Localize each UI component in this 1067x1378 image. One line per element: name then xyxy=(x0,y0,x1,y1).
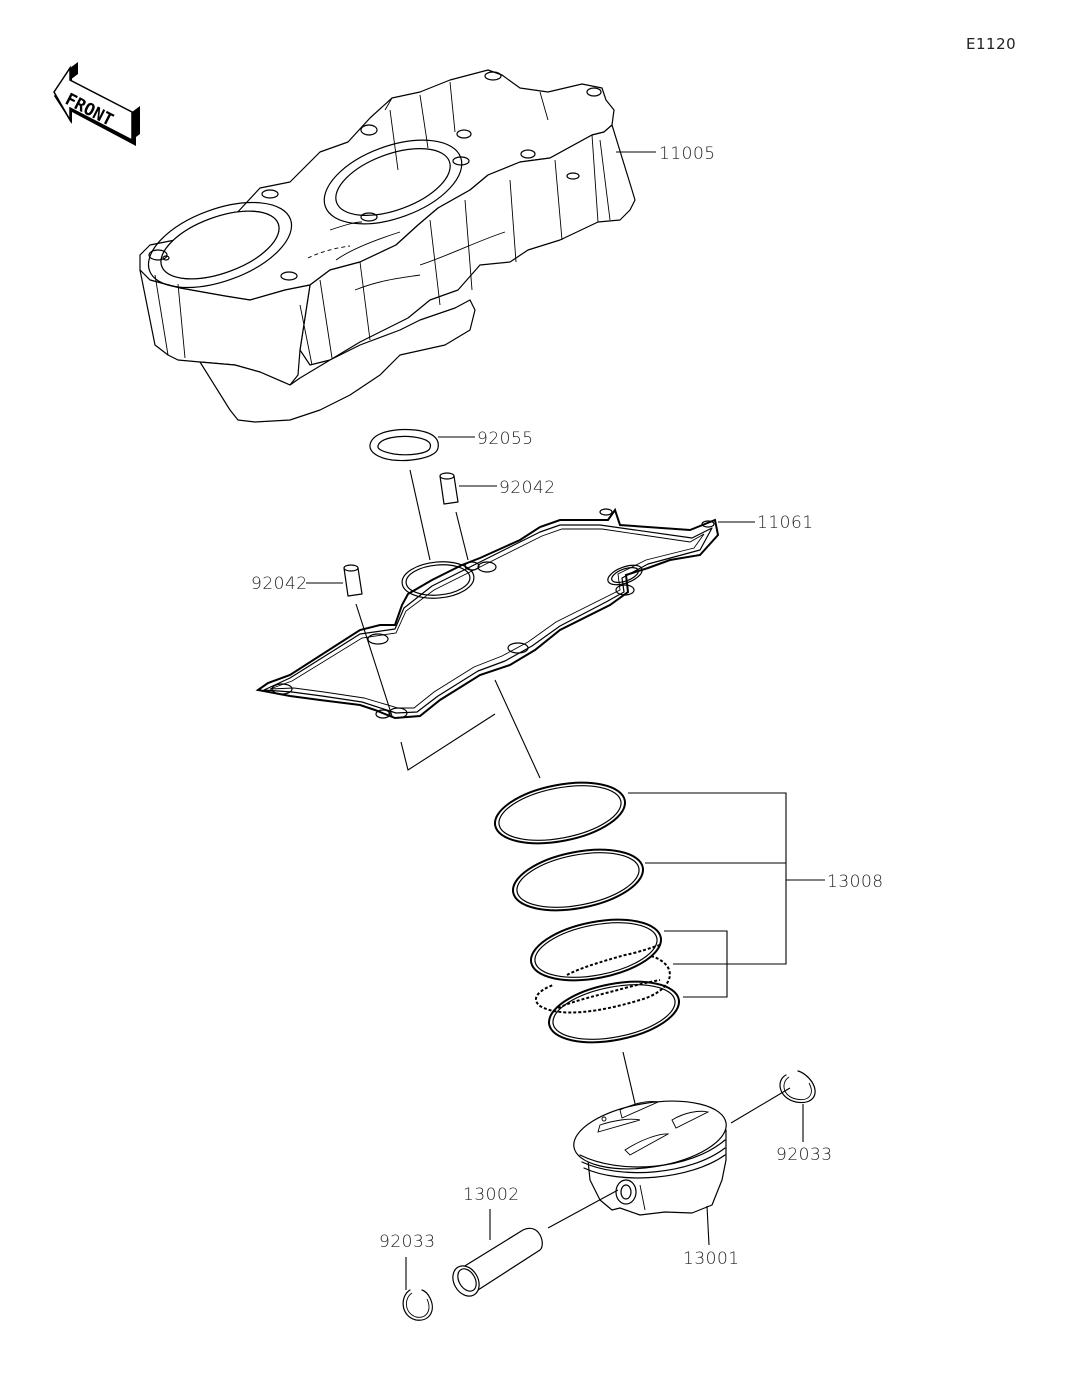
piston-pin-part[interactable] xyxy=(448,1227,543,1301)
front-arrow-icon: FRONT xyxy=(53,62,140,146)
part-number-13008[interactable]: 13008 xyxy=(827,872,884,892)
dowel-pin-right-part[interactable] xyxy=(439,472,459,505)
part-number-13001[interactable]: 13001 xyxy=(683,1249,740,1269)
part-number-92033-right[interactable]: 92033 xyxy=(776,1145,833,1165)
ring-guide-line xyxy=(494,679,541,779)
diagram-id: E1120 xyxy=(966,35,1016,53)
piston-pin-guide-line xyxy=(547,1189,619,1229)
oring-part[interactable] xyxy=(369,428,439,462)
part-number-11005[interactable]: 11005 xyxy=(659,144,716,164)
part-number-13002[interactable]: 13002 xyxy=(463,1185,520,1205)
part-number-92042-right[interactable]: 92042 xyxy=(499,478,556,498)
gasket-part[interactable] xyxy=(255,507,720,720)
cylinder-part[interactable] xyxy=(137,69,636,423)
circlip-right-guide-line xyxy=(730,1087,791,1124)
part-number-92055-oring[interactable]: 92055 xyxy=(477,429,534,449)
piston-part[interactable] xyxy=(569,1091,731,1216)
part-number-11061[interactable]: 11061 xyxy=(757,513,814,533)
circlip-left-part[interactable] xyxy=(402,1289,433,1321)
part-number-92042-left[interactable]: 92042 xyxy=(251,574,308,594)
dowel-right-guide-line xyxy=(455,511,469,561)
dowel-pin-left-part[interactable] xyxy=(343,564,363,597)
leader-13001 xyxy=(706,1205,710,1246)
gasket-bracket-line xyxy=(400,713,496,771)
part-number-92033-left[interactable]: 92033 xyxy=(379,1232,436,1252)
dowel-left-guide-line xyxy=(355,603,393,717)
circlip-right-part[interactable] xyxy=(779,1070,816,1104)
leader-13008-outer xyxy=(628,792,787,965)
oring-guide-line xyxy=(409,469,431,561)
piston-rings-part[interactable] xyxy=(490,773,684,1052)
leader-13008-inner xyxy=(664,930,728,998)
